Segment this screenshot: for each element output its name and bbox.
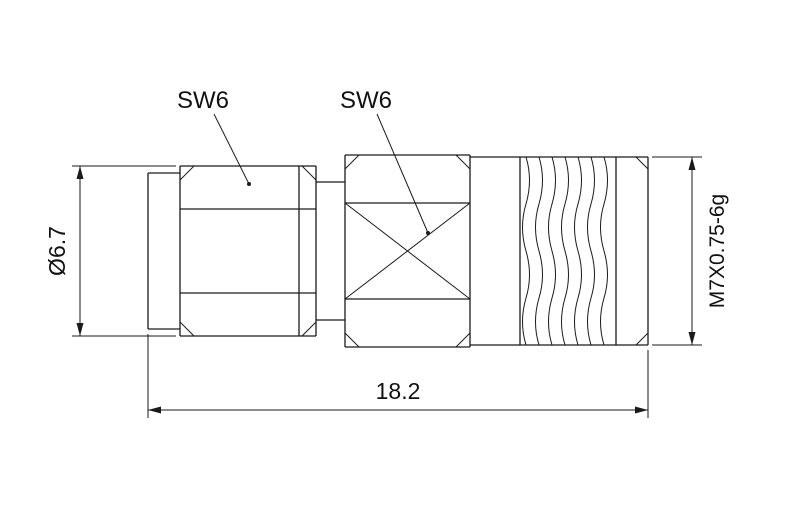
length-label: 18.2 [376, 378, 421, 404]
sw-middle-callout: SW6 [340, 87, 430, 235]
sw-middle-label: SW6 [340, 87, 392, 114]
leader-dot-icon [247, 182, 251, 186]
arrowhead-up-icon [76, 166, 84, 179]
sw-middle-leader-line [376, 113, 429, 234]
diameter-dimension: Ø6.7 [44, 165, 176, 337]
middle-hex-section [344, 154, 471, 348]
sw-left-leader-line [213, 113, 250, 185]
thread-lines [522, 156, 608, 346]
left-hex-section [179, 165, 317, 337]
arrowhead-left-icon [148, 406, 161, 414]
thread-spec-label: M7X0.75-6g [706, 194, 729, 308]
sw-left-callout: SW6 [177, 87, 251, 186]
arrowhead-up-icon [688, 157, 696, 170]
arrowhead-right-icon [635, 406, 648, 414]
threaded-section [470, 156, 649, 346]
left-end-cap [147, 172, 180, 330]
arrowhead-down-icon [688, 332, 696, 345]
sw-left-label: SW6 [177, 87, 229, 114]
length-dimension: 18.2 [147, 334, 649, 418]
thread-dimension: M7X0.75-6g [652, 156, 729, 346]
arrowhead-down-icon [76, 323, 84, 336]
diameter-label: Ø6.7 [44, 226, 70, 276]
neck-section [316, 181, 345, 321]
connector-body [147, 154, 649, 348]
leader-dot-icon [426, 231, 430, 235]
